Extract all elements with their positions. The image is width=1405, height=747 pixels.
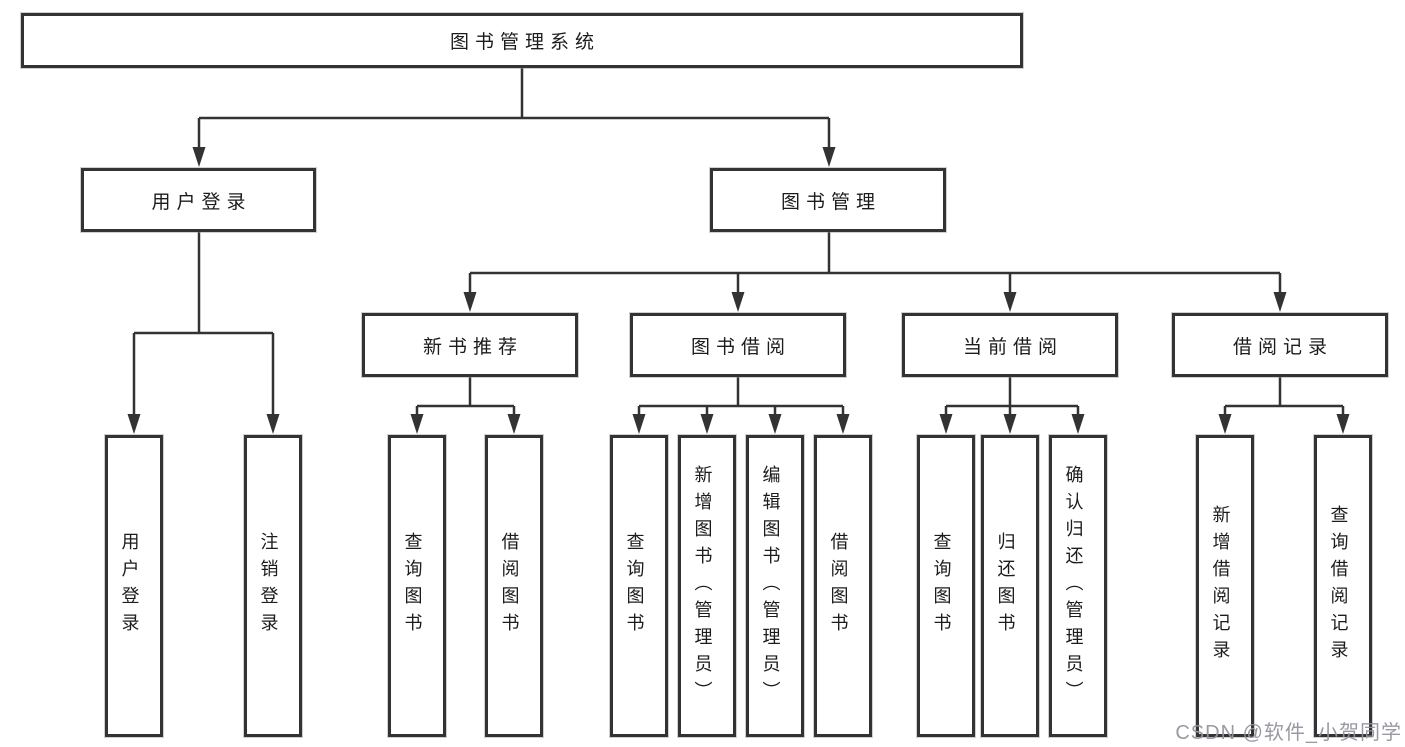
watermark: CSDN @软件_小贺同学 [1175,722,1402,744]
leaf-add-borrow-record: 新增借阅记录 [1196,435,1254,737]
leaf-user-login-label: 用户登录 [119,532,140,640]
leaf-borrow-books-recommend-label: 借阅图书 [499,532,520,640]
leaf-edit-books-admin: 编辑图书（管理员） [746,435,804,737]
node-current-borrowing-label: 当前借阅 [962,336,1063,358]
leaf-return-books-label: 归还图书 [995,532,1016,640]
leaf-query-books-borrowing-label: 查询图书 [624,532,645,640]
node-book-management: 图书管理 [710,168,946,232]
node-root-label: 图书管理系统 [449,32,600,53]
leaf-borrow-books-borrowing: 借阅图书 [814,435,872,737]
leaf-borrow-books-borrowing-label: 借阅图书 [828,532,849,640]
leaf-logout: 注销登录 [244,435,302,737]
node-root-system: 图书管理系统 [21,13,1023,68]
leaf-user-login: 用户登录 [105,435,163,737]
node-new-book-recommend: 新书推荐 [362,313,578,377]
leaf-query-books-current: 查询图书 [917,435,975,737]
leaf-query-books-recommend: 查询图书 [388,435,446,737]
leaf-query-borrow-record: 查询借阅记录 [1314,435,1372,737]
node-user-login-label: 用户登录 [151,191,252,213]
node-book-borrowing-label: 图书借阅 [690,336,791,358]
leaf-query-books-borrowing: 查询图书 [610,435,668,737]
node-current-borrowing: 当前借阅 [902,313,1118,377]
node-book-management-label: 图书管理 [780,191,881,213]
leaf-add-books-admin: 新增图书（管理员） [678,435,736,737]
node-borrowing-records: 借阅记录 [1172,313,1388,377]
leaf-return-books: 归还图书 [981,435,1039,737]
leaf-borrow-books-recommend: 借阅图书 [485,435,543,737]
leaf-query-borrow-record-label: 查询借阅记录 [1328,505,1349,667]
leaf-query-books-recommend-label: 查询图书 [402,532,423,640]
leaf-logout-label: 注销登录 [258,532,279,640]
leaf-query-books-current-label: 查询图书 [931,532,952,640]
node-user-login: 用户登录 [81,168,316,232]
leaf-edit-books-admin-label: 编辑图书（管理员） [760,464,781,708]
node-book-borrowing: 图书借阅 [630,313,846,377]
leaf-confirm-return-admin: 确认归还（管理员） [1049,435,1107,737]
leaf-add-borrow-record-label: 新增借阅记录 [1210,505,1231,667]
leaf-confirm-return-admin-label: 确认归还（管理员） [1063,464,1084,708]
node-new-book-recommend-label: 新书推荐 [422,336,523,358]
node-borrowing-records-label: 借阅记录 [1232,336,1333,358]
leaf-add-books-admin-label: 新增图书（管理员） [692,464,713,708]
